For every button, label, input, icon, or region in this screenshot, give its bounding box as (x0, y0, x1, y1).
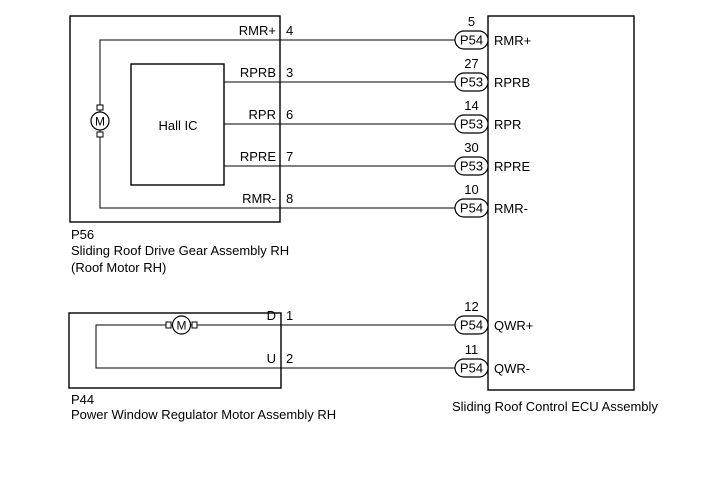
ecu-signal-label: QWR+ (494, 318, 533, 333)
device-signal-label: RPRE (240, 149, 276, 164)
ecu-signal-label: RPRE (494, 159, 530, 174)
ecu-pin-number: 5 (468, 14, 475, 29)
roof-motor-icon: M (90, 104, 110, 138)
ecu-signal-label: RPRB (494, 75, 530, 90)
connector-tag (454, 315, 489, 335)
roof-motor-connector-id: P56 (71, 227, 94, 242)
connector-id: P53 (460, 75, 483, 90)
roof-motor-name-line2: (Roof Motor RH) (71, 260, 166, 275)
window-motor-assembly-box (68, 312, 282, 389)
connector-tag (454, 114, 489, 134)
device-pin-number: 2 (286, 351, 293, 366)
window-motor-connector-id: P44 (71, 392, 94, 407)
window-motor-name: Power Window Regulator Motor Assembly RH (71, 407, 336, 422)
ecu-pin-number: 10 (464, 182, 478, 197)
connector-tag (454, 72, 489, 92)
device-pin-number: 8 (286, 191, 293, 206)
connector-tag (454, 198, 489, 218)
ecu-pin-number: 11 (465, 342, 479, 357)
ecu-box (487, 15, 635, 391)
connector-id: P53 (460, 159, 483, 174)
roof-motor-assembly-box (69, 15, 281, 223)
device-pin-number: 1 (286, 308, 293, 323)
window-motor-symbol: M (177, 319, 187, 333)
connector-tag (454, 156, 489, 176)
roof-motor-symbol: M (95, 115, 105, 129)
device-pin-number: 4 (286, 23, 293, 38)
connector-id: P53 (460, 117, 483, 132)
device-signal-label: D (267, 308, 276, 323)
ecu-pin-number: 12 (464, 299, 478, 314)
window-motor-icon: M (165, 315, 198, 335)
connector-id: P54 (460, 318, 483, 333)
ecu-name: Sliding Roof Control ECU Assembly (452, 399, 658, 414)
ecu-pin-number: 14 (464, 98, 478, 113)
roof-motor-name: Sliding Roof Drive Gear Assembly RH (71, 243, 289, 258)
device-signal-label: RPRB (240, 65, 276, 80)
ecu-signal-label: QWR- (494, 361, 530, 376)
ecu-pin-number: 30 (464, 140, 478, 155)
ecu-signal-label: RPR (494, 117, 521, 132)
connector-id: P54 (460, 33, 483, 48)
ecu-signal-label: RMR- (494, 201, 528, 216)
connector-id: P54 (460, 361, 483, 376)
connector-id: P54 (460, 201, 483, 216)
connector-tag (454, 30, 489, 50)
connector-tag (454, 358, 489, 378)
device-signal-label: RPR (249, 107, 276, 122)
device-pin-number: 3 (286, 65, 293, 80)
ecu-pin-number: 27 (464, 56, 478, 71)
ecu-signal-label: RMR+ (494, 33, 531, 48)
device-signal-label: U (267, 351, 276, 366)
device-signal-label: RMR+ (239, 23, 276, 38)
device-signal-label: RMR- (242, 191, 276, 206)
device-pin-number: 6 (286, 107, 293, 122)
hall-ic-label: Hall IC (158, 118, 197, 133)
device-pin-number: 7 (286, 149, 293, 164)
